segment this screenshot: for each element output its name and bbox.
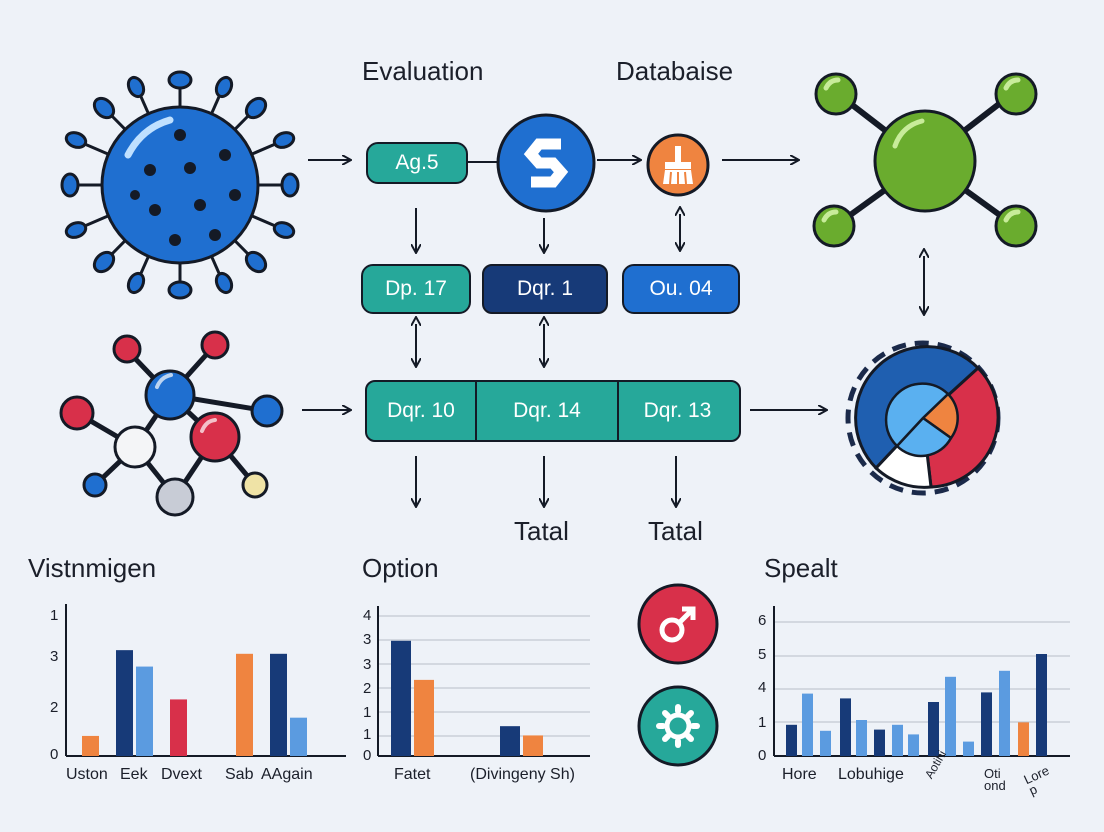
chart2: 4 3 3 2 1 1 0 Fatet (Divingeny Sh) [358, 604, 598, 804]
chart1-bar [116, 650, 133, 756]
chart3-bar [802, 693, 813, 756]
chart1-title: Vistnmigen [28, 553, 157, 583]
chart1: 1 3 2 0 Uston Eek Dvext Sab AAgain [28, 604, 348, 804]
segment-2[interactable]: Dqr. 14 [475, 382, 619, 440]
male-symbol-icon[interactable] [636, 582, 720, 666]
chart1-ytick: 0 [50, 746, 59, 763]
chart3-bar [820, 730, 831, 756]
chart3-bar [840, 698, 851, 756]
pie-chart-icon [845, 340, 1001, 496]
chart3-category: Oti ond [984, 766, 1006, 793]
chart1-ytick: 2 [50, 699, 59, 716]
molecule-icon [812, 72, 1038, 248]
total-label-2: Tatal [648, 516, 703, 546]
chart1-ytick: 1 [50, 607, 59, 624]
chart1-category: Dvext [161, 766, 202, 783]
chip-node[interactable]: Ag.5 [366, 142, 468, 184]
gear-icon[interactable] [636, 684, 720, 768]
chart3-bar [874, 729, 885, 756]
chart1-bar [236, 653, 253, 756]
chart2-ytick: 3 [363, 631, 372, 648]
segment-1[interactable]: Dqr. 10 [387, 399, 455, 422]
chart1-bar [270, 653, 287, 756]
chart2-ytick: 2 [363, 680, 372, 697]
chart2-ytick: 1 [363, 704, 372, 721]
evaluation-label: Evaluation [362, 56, 484, 86]
chart3-bar [1036, 654, 1047, 756]
chart2-ytick: 1 [363, 726, 372, 743]
node-b[interactable]: Dqr. 1 [482, 264, 608, 314]
chart3-ytick: 1 [758, 714, 767, 731]
chart3-title: Spealt [764, 553, 838, 583]
chart3-bar [928, 702, 939, 756]
segment-3[interactable]: Dqr. 13 [643, 399, 712, 422]
chart2-bar [414, 679, 434, 756]
chart1-bar [290, 717, 307, 756]
chart3-ytick: 0 [758, 747, 767, 764]
dollar-icon[interactable] [495, 112, 597, 214]
chart3-bar [856, 720, 867, 756]
chart2-plot [377, 606, 590, 757]
chart1-bar [170, 699, 187, 756]
chart1-category: Sab [225, 766, 254, 783]
virus-icon [60, 70, 300, 300]
chart2-category: (Divingeny Sh) [470, 766, 575, 783]
chart3-bar [908, 734, 919, 756]
chart3-bar [981, 692, 992, 756]
chart3-bar [963, 741, 974, 756]
node-c[interactable]: Ou. 04 [622, 264, 740, 314]
chart1-bar [136, 666, 153, 756]
chart2-ytick: 4 [363, 607, 372, 624]
database-label: Databaise [616, 56, 734, 86]
chart2-ytick: 0 [363, 747, 372, 764]
chart2-bar [523, 735, 543, 756]
chart1-category: Eek [120, 766, 148, 783]
node-a[interactable]: Dp. 17 [361, 264, 471, 314]
chart2-bar [391, 640, 411, 756]
chart3-bar [892, 724, 903, 756]
chart1-bar [82, 735, 99, 756]
total-label-1: Tatal [514, 516, 569, 546]
chart3: 6 5 4 1 0 Hore Lobuhige Aotihi Oti ond L… [752, 604, 1072, 804]
chart1-category: Uston [66, 766, 108, 783]
segmented-bar: Dqr. 10 Dqr. 14 Dqr. 13 [365, 380, 741, 442]
chart2-bar [500, 726, 520, 756]
brush-icon[interactable] [645, 132, 711, 198]
molecule-left-icon [59, 330, 284, 517]
chart3-ytick: 6 [758, 612, 767, 629]
chart3-category: Hore [782, 766, 817, 783]
chart3-bar [1018, 722, 1029, 756]
chart1-category: AAgain [261, 766, 313, 783]
chart1-plot [65, 604, 346, 757]
chart3-ytick: 5 [758, 646, 767, 663]
chart3-bar [999, 670, 1010, 756]
chart2-ytick: 3 [363, 656, 372, 673]
chart3-category: Lobuhige [838, 766, 904, 783]
chart2-category: Fatet [394, 766, 431, 783]
chart3-bar [945, 676, 956, 756]
chart3-bar [786, 724, 797, 756]
chart2-title: Option [362, 553, 439, 583]
chart3-ytick: 4 [758, 679, 767, 696]
chart1-ytick: 3 [50, 648, 59, 665]
chart3-plot [773, 606, 1070, 757]
